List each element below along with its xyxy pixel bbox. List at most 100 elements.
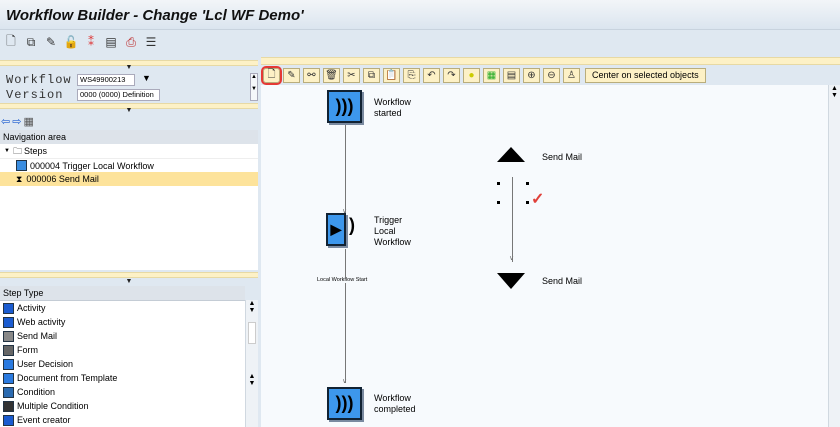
copy-icon[interactable]: ⧉ [26,34,36,49]
step-type-icon [3,414,14,426]
main-toolbar: 🗋 ⧉ ✎ 🔓 ⁑ ▤ ⎙ ☰ [0,31,840,53]
connector-line [345,125,346,213]
forward-icon[interactable]: ⇨ [12,116,22,128]
splitter[interactable] [0,103,258,109]
collapse-arrow-icon[interactable]: ▼ [125,64,133,71]
copy-icon[interactable]: ⧉ [363,68,380,83]
event-wave-icon: ) [349,215,355,235]
step-type-item[interactable]: Document from Template [0,371,245,385]
print-icon[interactable]: ⎙ [126,34,136,49]
edit-icon[interactable]: ✎ [45,35,57,49]
arrow-head-icon: ∨ [342,208,348,215]
step-type-label: Activity [17,303,46,313]
step-type-icon [3,330,14,342]
delete-icon[interactable]: 🗑 [323,68,340,83]
new-icon[interactable]: 🗋 [6,33,16,48]
step-type-label: Web activity [17,317,66,327]
step-type-label: Condition [17,387,56,397]
highlight-icon[interactable]: ● [463,68,480,83]
center-selected-button[interactable]: Center on selected objects [585,68,706,83]
block-start-label: Send Mail [542,152,583,162]
link-icon[interactable]: ⚯ [303,68,320,83]
step-type-icon [3,302,14,314]
step-type-item[interactable]: Web activity [0,315,245,329]
step-type-icon [3,372,14,384]
splitter[interactable] [0,272,258,278]
arrow-head-icon: ∨ [342,378,348,385]
step-type-item[interactable]: Event creator [0,413,245,427]
step-type-label: Document from Template [17,373,118,383]
workflow-label: Workflow [6,73,72,87]
step-type-label: Event creator [17,415,71,425]
connector-line [345,249,346,383]
cut-icon[interactable]: ✂ [343,68,360,83]
tree-item-selected[interactable]: ⧗000006 Send Mail [0,172,258,186]
step-type-item[interactable]: Activity [0,301,245,315]
new-step-icon[interactable]: 🗋 [261,66,282,85]
selection-handle[interactable] [497,201,500,204]
step-type-label: Send Mail [17,331,58,341]
event-end-icon[interactable]: ))) [327,387,362,420]
insert-icon[interactable]: ⎘ [403,68,420,83]
pencil-icon[interactable]: ✎ [283,68,300,83]
back-icon[interactable]: ⇦ [1,116,11,128]
user-icon[interactable]: ♙ [563,68,580,83]
table-icon[interactable]: ☰ [145,35,157,49]
arrow-head-icon: ∨ [509,255,515,262]
check-icon: ✓ [531,191,545,208]
tree-root[interactable]: ▼🗀Steps [4,146,47,156]
tree-item-label: 000006 Send Mail [26,174,99,184]
step-type-item[interactable]: Condition [0,385,245,399]
window-title: Workflow Builder - Change 'Lcl WF Demo' [6,7,304,24]
navigation-header: Navigation area [0,130,258,145]
zoom-out-icon[interactable]: ⊖ [543,68,560,83]
step-type-item[interactable]: Send Mail [0,329,245,343]
splitter[interactable] [261,57,840,65]
step-list-scrollbar[interactable]: ▲▼▲▼ [245,300,258,427]
block-start-icon[interactable] [497,147,525,162]
step-type-item[interactable]: User Decision [0,357,245,371]
zoom-in-icon[interactable]: ⊕ [523,68,540,83]
redo-icon[interactable]: ↷ [443,68,460,83]
undo-icon[interactable]: ↶ [423,68,440,83]
step-type-label: Multiple Condition [17,401,89,411]
event-start-icon[interactable]: ))) [327,90,362,123]
dropdown-icon[interactable]: ▼ [142,73,151,83]
selection-handle[interactable] [497,182,500,185]
tree-item[interactable]: 000004 Trigger Local Workflow [0,158,258,172]
overview-icon[interactable]: ▦ [23,116,34,128]
graph-toolbar: 🗋 ✎ ⚯ 🗑 ✂ ⧉ 📋 ⎘ ↶ ↷ ● ▦ ▤ ⊕ ⊖ ♙ Center o… [261,66,827,85]
trigger-icon [16,160,27,171]
selection-handle[interactable] [526,201,529,204]
lock-icon[interactable]: 🔓 [63,35,79,49]
layout-icon[interactable]: ▤ [503,68,520,83]
trigger-node-icon[interactable]: ▶ [326,213,346,246]
version-select[interactable]: 0000 (0000) Definition [77,89,160,101]
folder-icon: 🗀 [12,146,22,156]
step-type-label: User Decision [17,359,74,369]
paste-icon[interactable]: 📋 [383,68,400,83]
workflow-form: Workflow WS49900213 ▼ Version 0000 (0000… [0,72,258,102]
collapse-arrow-icon[interactable]: ▼ [125,278,133,285]
overview-icon[interactable]: ▦ [483,68,500,83]
magic-wand-icon[interactable]: ⁑ [88,35,94,49]
step-type-item[interactable]: Form [0,343,245,357]
splitter[interactable] [0,60,258,66]
step-type-icon [3,386,14,398]
workflow-input[interactable]: WS49900213 [77,74,135,86]
step-type-icon [3,316,14,328]
selection-handle[interactable] [526,182,529,185]
tree-item-label: 000004 Trigger Local Workflow [30,160,154,171]
canvas-scrollbar[interactable]: ▲▼ [828,85,840,427]
collapse-arrow-icon[interactable]: ▼ [125,107,133,114]
block-end-icon[interactable] [497,273,525,289]
navigation-tree: ▼🗀Steps 000004 Trigger Local Workflow ⧗0… [0,144,258,270]
outcome-label: Local Workflow Start [317,277,368,283]
step-type-header: Step Type [0,286,245,301]
form-scrollbar[interactable]: ▲▼ [250,73,258,101]
display-icon[interactable]: ▤ [105,35,117,49]
step-type-item[interactable]: Multiple Condition [0,399,245,413]
